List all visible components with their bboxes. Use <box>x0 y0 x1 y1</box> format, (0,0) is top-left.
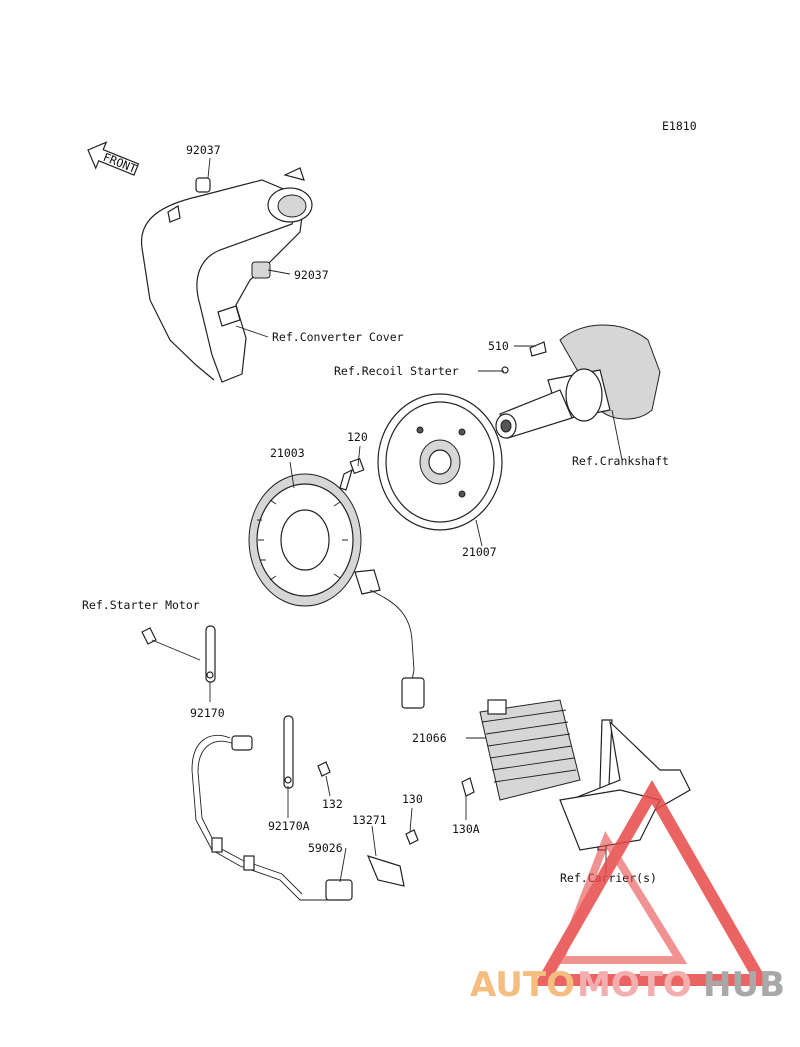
watermark-logo: AUTO MOTO HUB <box>470 779 785 1005</box>
label-130a: 130A <box>452 822 480 836</box>
ground-lead-92170a <box>283 715 331 789</box>
watermark-text-auto: AUTO <box>470 965 575 1005</box>
front-arrow-icon: FRONT <box>87 141 140 176</box>
label-120: 120 <box>347 430 368 444</box>
label-ref-starter-motor: Ref.Starter Motor <box>82 598 200 612</box>
label-ref-crankshaft: Ref.Crankshaft <box>572 454 669 468</box>
stator-21003 <box>248 473 425 709</box>
label-59026: 59026 <box>308 841 343 855</box>
label-ref-converter-cover: Ref.Converter Cover <box>272 330 404 344</box>
label-13271: 13271 <box>352 813 387 827</box>
label-92170a: 92170A <box>268 819 310 833</box>
watermark-text-moto: MOTO <box>577 965 692 1005</box>
bracket-13271 <box>366 829 419 887</box>
watermark-text-hub: HUB <box>703 965 785 1005</box>
regulator-rectifier-21066 <box>461 699 581 801</box>
starter-lead-92170 <box>141 625 216 683</box>
label-130: 130 <box>402 792 423 806</box>
label-ref-recoil-starter: Ref.Recoil Starter <box>334 364 459 378</box>
wiring-harness <box>191 734 353 901</box>
rotor-flywheel <box>377 393 503 531</box>
label-92037-b: 92037 <box>294 268 329 282</box>
label-21066: 21066 <box>412 731 447 745</box>
label-92037-a: 92037 <box>186 143 221 157</box>
label-21003: 21003 <box>270 446 305 460</box>
label-21007: 21007 <box>462 545 497 559</box>
watermark-triangle-icon <box>533 779 771 986</box>
bolt-120 <box>339 457 365 491</box>
leader-lines <box>207 157 623 883</box>
label-510: 510 <box>488 339 509 353</box>
front-label: FRONT <box>101 150 138 176</box>
label-92170: 92170 <box>190 706 225 720</box>
converter-cover-duct <box>140 167 313 383</box>
diagram-code: E1810 <box>662 119 697 133</box>
label-132: 132 <box>322 797 343 811</box>
crankshaft <box>495 324 661 439</box>
